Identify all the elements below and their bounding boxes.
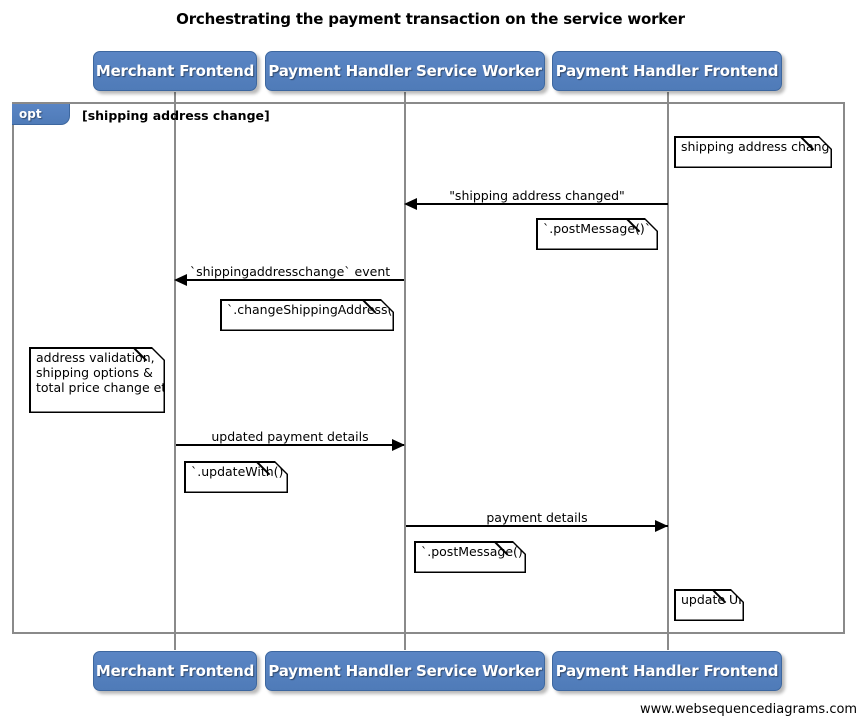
note-body [416,543,525,572]
arrow-head-payment-details [655,520,668,532]
fragment-opt-frame [12,102,845,634]
arrow-head-shippingaddresschange-event [174,274,187,286]
message-line-payment-details [406,525,668,527]
message-label-updated-payment-details: updated payment details [211,429,369,444]
note-post-message-1: `.postMessage()` [536,218,658,250]
note-body [222,301,393,330]
note-text: `.postMessage()` [543,221,652,236]
arrow-head-shipping-address-changed [404,198,417,210]
note-post-message-2: `.postMessage()` [414,541,526,573]
actor-box-bottom-merchant-frontend[interactable]: Merchant Frontend [93,651,257,691]
actor-box-top-payment-handler-service-worker[interactable]: Payment Handler Service Worker [265,51,545,91]
watermark-link[interactable]: www.websequencediagrams.com [640,702,858,717]
note-text: `.changeShippingAddress()` [227,302,404,317]
message-line-updated-payment-details [176,444,404,446]
note-text: address validation, shipping options & t… [36,350,155,395]
arrow-head-updated-payment-details [392,439,405,451]
note-text: update UI [681,592,742,607]
message-label-shippingaddresschange-event: `shippingaddresschange` event [189,264,391,279]
note-body [186,463,287,492]
actor-box-bottom-payment-handler-frontend[interactable]: Payment Handler Frontend [552,651,782,691]
message-label-payment-details: payment details [486,510,588,525]
fragment-opt-condition: [shipping address change] [82,108,270,123]
page-title: Orchestrating the payment transaction on… [176,10,685,28]
lifeline-payment-handler-frontend [667,92,669,650]
actor-box-bottom-payment-handler-service-worker[interactable]: Payment Handler Service Worker [265,651,545,691]
note-update-with: `.updateWith()` [184,461,288,493]
message-label-shipping-address-changed: "shipping address changed" [449,188,625,203]
note-shipping-address-changed: shipping address changed [674,136,832,168]
note-text: shipping address changed [681,139,846,154]
note-text: `.updateWith()` [191,464,290,479]
fragment-opt-tab: opt [12,104,70,125]
note-body [538,220,657,249]
message-line-shippingaddresschange-event [176,279,404,281]
lifeline-merchant-frontend [174,92,176,650]
message-line-shipping-address-changed [406,203,668,205]
actor-box-top-merchant-frontend[interactable]: Merchant Frontend [93,51,257,91]
note-body [676,591,743,620]
note-body [31,349,164,412]
note-text: `.postMessage()` [421,544,530,559]
note-change-shipping-address: `.changeShippingAddress()` [220,299,394,331]
actor-box-top-payment-handler-frontend[interactable]: Payment Handler Frontend [552,51,782,91]
lifeline-payment-handler-service-worker [404,92,406,650]
note-address-validation: address validation, shipping options & t… [29,347,165,413]
note-update-ui: update UI [674,589,744,621]
